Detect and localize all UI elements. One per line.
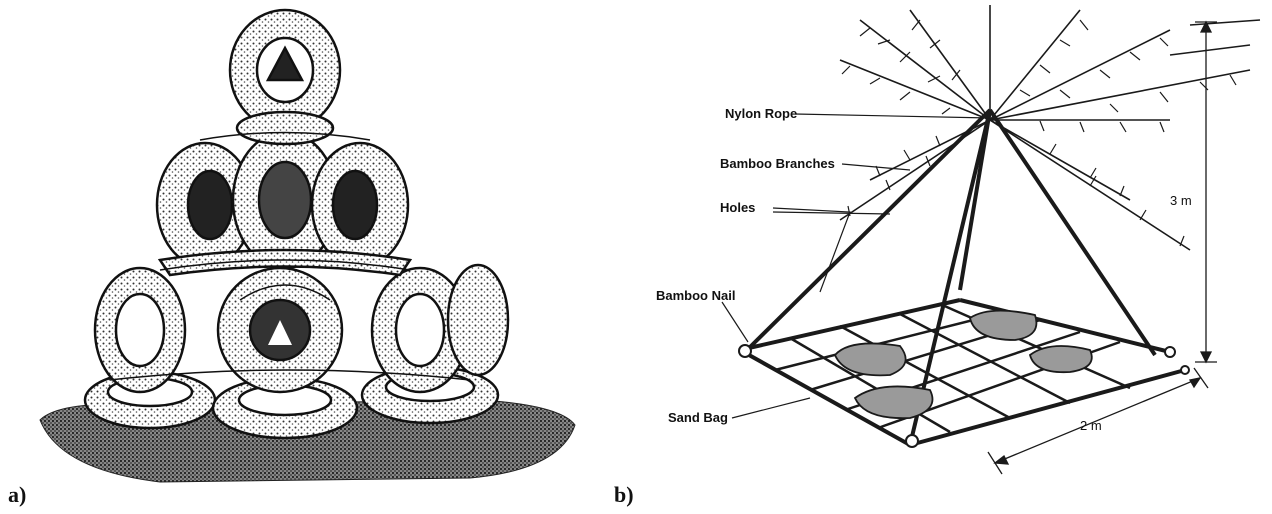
middle-row-tires — [95, 265, 508, 392]
base-frame — [740, 300, 1185, 445]
tire-top-base — [237, 112, 333, 144]
sand-bags — [835, 311, 1092, 419]
callout-nylon-rope: Nylon Rope — [725, 106, 797, 121]
bamboo-branches-foliage — [840, 5, 1260, 250]
callout-bamboo-branches: Bamboo Branches — [720, 156, 835, 171]
top-tires — [230, 10, 340, 144]
panel-a-label: a) — [8, 482, 26, 508]
tire-pyramid-illustration — [0, 0, 610, 514]
callout-bamboo-nail: Bamboo Nail — [656, 288, 735, 303]
height-dimension — [1195, 22, 1217, 362]
pole-front-left — [745, 110, 990, 352]
upper-row-tires — [157, 132, 410, 275]
tire-row2-far-right — [448, 265, 508, 375]
dimension-base-label: 2 m — [1080, 418, 1102, 433]
panel-b-bamboo-pyramid: Nylon Rope Bamboo Branches Holes Bamboo … — [610, 0, 1272, 514]
callout-holes: Holes — [720, 200, 755, 215]
callout-sand-bag: Sand Bag — [668, 410, 728, 425]
panel-a-tire-pyramid: a) — [0, 0, 610, 514]
dimension-height-label: 3 m — [1170, 193, 1192, 208]
panel-b-label: b) — [614, 482, 634, 508]
bamboo-pyramid-illustration: Nylon Rope Bamboo Branches Holes Bamboo … — [610, 0, 1272, 514]
